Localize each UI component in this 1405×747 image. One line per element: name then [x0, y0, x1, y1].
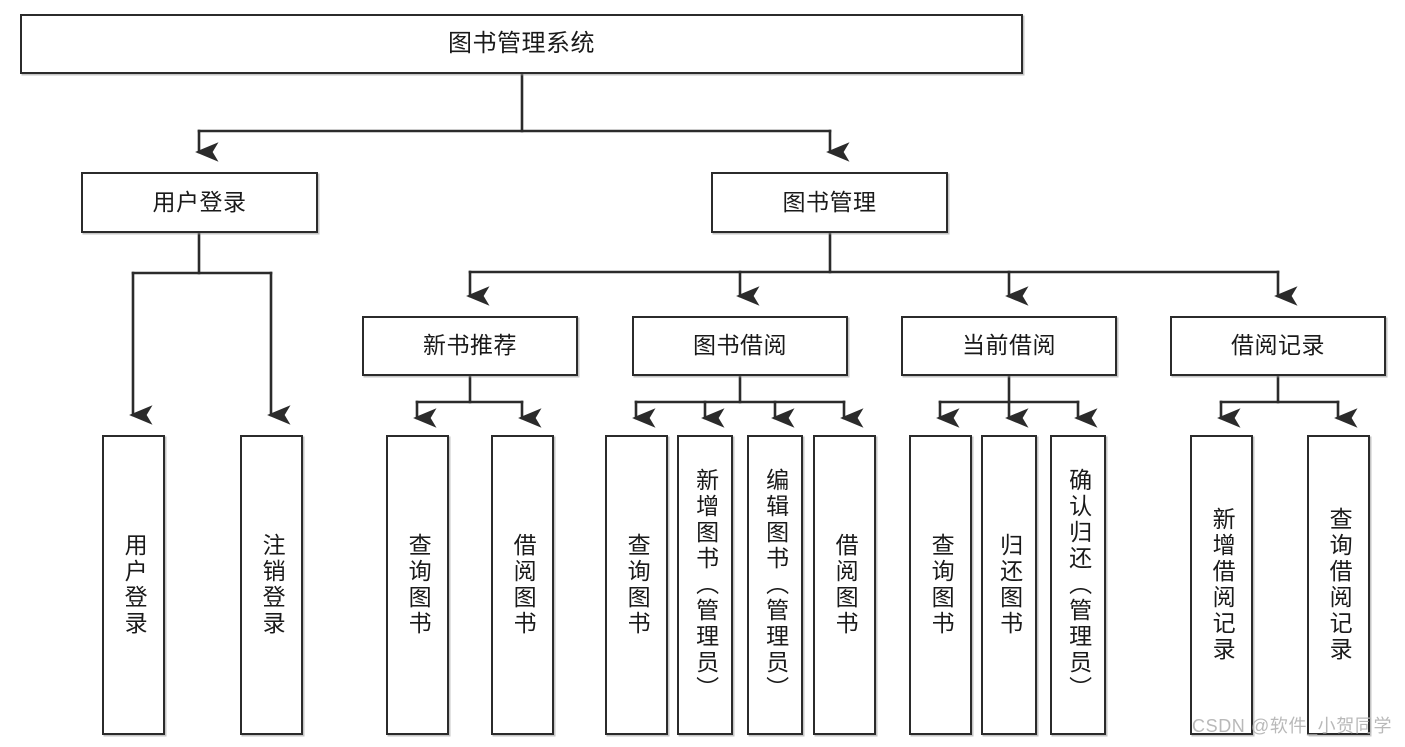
leaf-edit-book-label: 编辑图书（管理员） [762, 468, 789, 702]
node-current-borrow[interactable]: 当前借阅 [901, 316, 1117, 376]
node-root-label: 图书管理系统 [448, 29, 595, 57]
leaf-borrow-book-1-label: 借阅图书 [510, 533, 537, 637]
leaf-add-record-label: 新增借阅记录 [1209, 507, 1236, 663]
leaf-add-book-label: 新增图书（管理员） [692, 468, 719, 702]
node-new-book-rec[interactable]: 新书推荐 [362, 316, 578, 376]
node-user-login-label: 用户登录 [152, 188, 247, 215]
leaf-return-book-label: 归还图书 [996, 533, 1023, 637]
leaf-logout[interactable]: 注销登录 [240, 435, 303, 735]
leaf-user-login[interactable]: 用户登录 [102, 435, 165, 735]
node-book-borrow[interactable]: 图书借阅 [632, 316, 848, 376]
leaf-query-book-2[interactable]: 查询图书 [605, 435, 668, 735]
leaf-query-book-3[interactable]: 查询图书 [909, 435, 972, 735]
leaf-add-record[interactable]: 新增借阅记录 [1190, 435, 1253, 735]
node-borrow-record[interactable]: 借阅记录 [1170, 316, 1386, 376]
leaf-logout-label: 注销登录 [259, 533, 286, 637]
leaf-user-login-label: 用户登录 [121, 533, 148, 637]
node-new-book-rec-label: 新书推荐 [423, 332, 517, 359]
node-book-manage-label: 图书管理 [782, 188, 877, 215]
csdn-watermark: CSDN @软件_小贺同学 [1192, 716, 1393, 736]
leaf-query-book-1[interactable]: 查询图书 [386, 435, 449, 735]
leaf-confirm-return[interactable]: 确认归还（管理员） [1050, 435, 1106, 735]
node-book-manage[interactable]: 图书管理 [711, 172, 948, 233]
node-current-borrow-label: 当前借阅 [962, 332, 1056, 359]
leaf-borrow-book-2-label: 借阅图书 [832, 533, 859, 637]
node-user-login[interactable]: 用户登录 [81, 172, 318, 233]
node-root[interactable]: 图书管理系统 [20, 14, 1023, 74]
node-book-borrow-label: 图书借阅 [693, 332, 787, 359]
leaf-query-book-1-label: 查询图书 [405, 533, 432, 637]
leaf-confirm-return-label: 确认归还（管理员） [1065, 468, 1092, 702]
leaf-query-book-2-label: 查询图书 [624, 533, 651, 637]
leaf-query-record[interactable]: 查询借阅记录 [1307, 435, 1370, 735]
leaf-borrow-book-2[interactable]: 借阅图书 [813, 435, 876, 735]
node-borrow-record-label: 借阅记录 [1231, 332, 1325, 359]
leaf-borrow-book-1[interactable]: 借阅图书 [491, 435, 554, 735]
leaf-edit-book[interactable]: 编辑图书（管理员） [747, 435, 803, 735]
leaf-query-book-3-label: 查询图书 [928, 533, 955, 637]
leaf-add-book[interactable]: 新增图书（管理员） [677, 435, 733, 735]
leaf-query-record-label: 查询借阅记录 [1326, 507, 1353, 663]
leaf-return-book[interactable]: 归还图书 [981, 435, 1037, 735]
